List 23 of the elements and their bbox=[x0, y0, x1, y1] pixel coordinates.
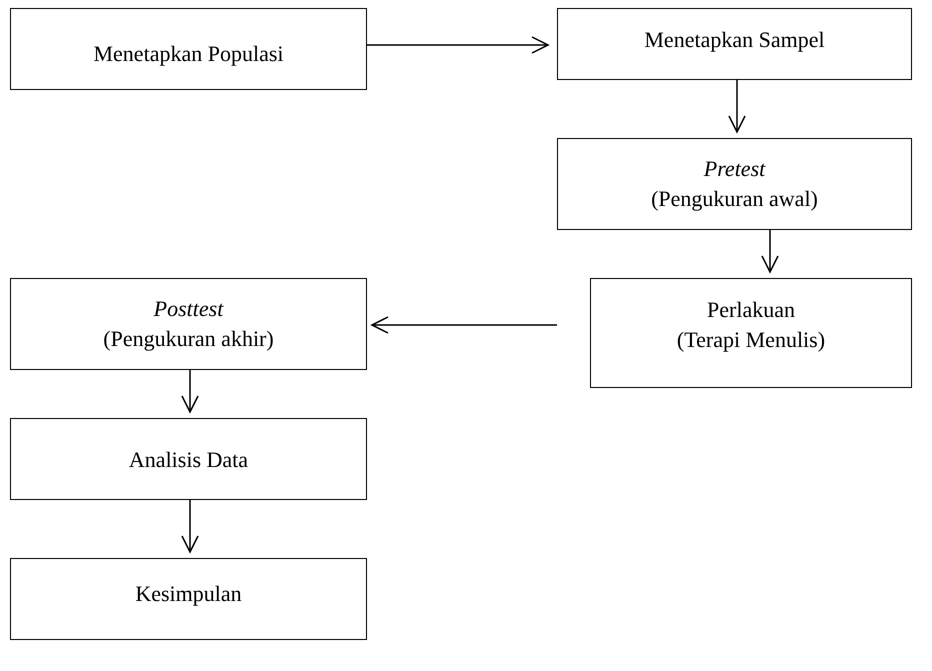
process-box bbox=[557, 138, 912, 230]
arrow bbox=[761, 230, 779, 273]
process-box bbox=[557, 8, 912, 80]
process-box bbox=[10, 8, 367, 90]
step-label: (Terapi Menulis) bbox=[676, 326, 826, 354]
step-label: Menetapkan Populasi bbox=[93, 40, 284, 68]
arrow bbox=[181, 500, 199, 553]
process-box bbox=[10, 558, 367, 640]
step-label: Menetapkan Sampel bbox=[644, 26, 825, 54]
step-label: Analisis Data bbox=[128, 446, 248, 474]
step-label: (Pengukuran awal) bbox=[651, 185, 818, 213]
arrow bbox=[367, 36, 549, 54]
step-title: Pretest bbox=[704, 155, 766, 183]
step-label: (Pengukuran akhir) bbox=[103, 325, 274, 353]
arrow bbox=[181, 370, 199, 413]
arrow bbox=[371, 316, 557, 334]
step-title: Perlakuan bbox=[707, 296, 795, 324]
step-title: Posttest bbox=[154, 295, 224, 323]
step-label: Kesimpulan bbox=[135, 580, 242, 608]
arrow bbox=[728, 80, 746, 133]
process-box bbox=[10, 418, 367, 500]
process-box bbox=[10, 278, 367, 370]
process-box bbox=[590, 278, 912, 388]
